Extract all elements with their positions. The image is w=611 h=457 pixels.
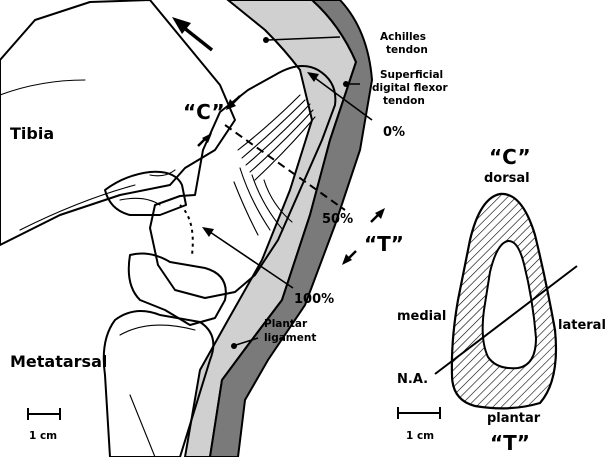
- sdft-label-line3: tendon: [383, 95, 425, 107]
- plantar-ligament-label-line2: ligament: [264, 332, 316, 344]
- achilles-leader-dot: [263, 37, 269, 43]
- pct-0-label: 0%: [383, 125, 405, 140]
- scale-right-label: 1 cm: [406, 430, 434, 442]
- pct-50-label: 50%: [322, 212, 353, 227]
- pct-100-label: 100%: [294, 292, 334, 307]
- scale-bar-right: [398, 407, 440, 419]
- tibia-detail-lines: [0, 80, 175, 230]
- achilles-label-line1: Achilles: [380, 31, 426, 43]
- metatarsal-label: Metatarsal: [10, 352, 107, 371]
- t-bottom-label: “T”: [490, 431, 530, 455]
- medial-label: medial: [397, 309, 446, 324]
- plantar-ligament-label-line1: Plantar: [264, 318, 308, 330]
- na-label: N.A.: [397, 372, 428, 387]
- tibia-label: Tibia: [10, 124, 54, 143]
- metatarsal-detail-lines: [120, 325, 195, 457]
- sdft-label-line2: digital flexor: [372, 82, 448, 94]
- scale-left-label: 1 cm: [29, 430, 57, 442]
- t-mid-label: “T”: [364, 232, 404, 256]
- c-right-label: “C”: [489, 145, 531, 169]
- sdft-leader-dot: [343, 81, 349, 87]
- tarsal-bones: [105, 172, 186, 215]
- dorsal-label: dorsal: [484, 171, 530, 186]
- plantar-label: plantar: [487, 411, 541, 426]
- scale-bar-left: [28, 408, 60, 420]
- sdft-label-line1: Superficial: [380, 69, 443, 81]
- c-left-label: “C”: [183, 100, 225, 124]
- plantar-ligament-leader-dot: [231, 343, 237, 349]
- lateral-label: lateral: [558, 318, 606, 333]
- tarsal-bones-lower: [129, 254, 226, 325]
- hock-illustration: [0, 0, 385, 457]
- calcaneus-dotted-line: [180, 205, 193, 255]
- achilles-label-line2: tendon: [386, 44, 428, 56]
